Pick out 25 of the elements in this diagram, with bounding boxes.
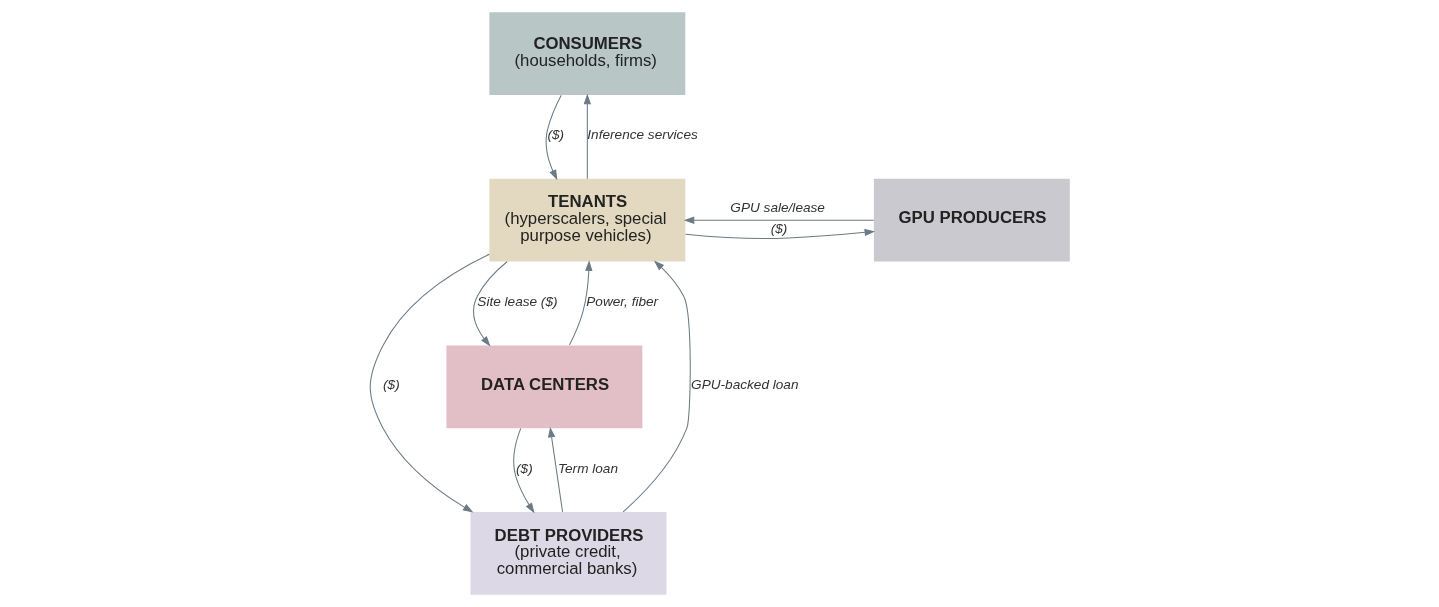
arrow [472, 261, 508, 347]
arrow [583, 93, 591, 180]
arrow [684, 228, 875, 240]
arrow [622, 260, 691, 513]
edge-label: ($) [515, 460, 533, 476]
edge-label: GPU sale/lease [729, 200, 825, 216]
arrow [683, 216, 874, 224]
arrow [568, 260, 592, 346]
node-box: DATA CENTERS [445, 345, 642, 429]
edge-label: Term loan [557, 460, 618, 476]
edge-label: ($) [547, 127, 564, 143]
node-box: TENANTS (hyperscalers, special purpose vehicles) [488, 178, 685, 262]
arrow [512, 427, 534, 514]
node-box: GPU PRODUCERS [873, 178, 1070, 262]
edge-label: Site lease ($) [476, 294, 558, 310]
edge-label: ($) [382, 377, 400, 393]
arrow [545, 94, 562, 181]
node-box: DEBT PROVIDERS (private credit, commercial banks) [470, 512, 666, 595]
arrow [547, 426, 563, 513]
edge-label: Power, fiber [585, 294, 658, 310]
edge-label: ($) [770, 221, 787, 237]
node-box: CONSUMERS (households, firms) [488, 12, 685, 95]
edge-label: Inference services [586, 127, 698, 143]
arrow [369, 253, 490, 513]
edge-label: GPU-backed loan [690, 377, 798, 393]
